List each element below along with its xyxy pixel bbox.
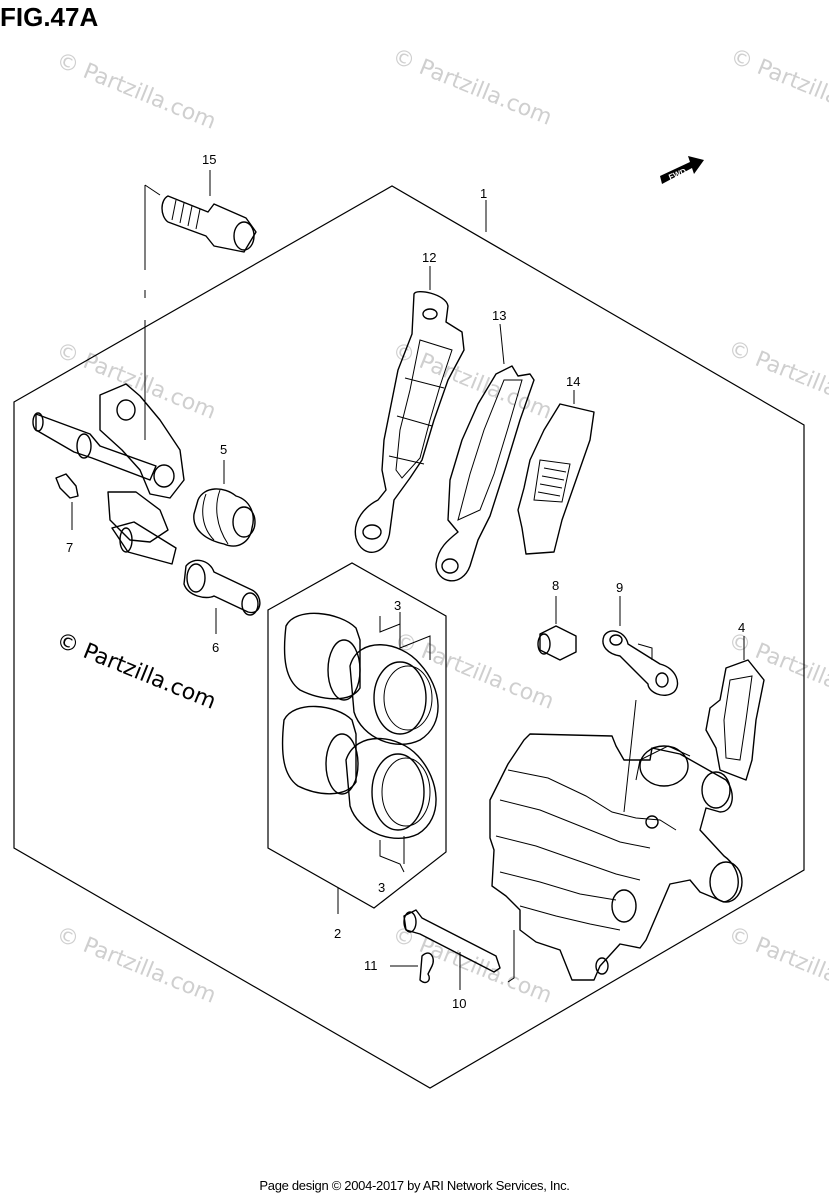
callout-11: 11 bbox=[364, 958, 378, 973]
pin-6 bbox=[183, 559, 261, 634]
shim-13 bbox=[435, 323, 535, 582]
figure-title: FIG.47A bbox=[0, 2, 99, 32]
brake-pad-12 bbox=[354, 266, 465, 553]
pad-spring-4 bbox=[705, 636, 765, 781]
pad-pin-10 bbox=[403, 909, 501, 990]
boot-5 bbox=[193, 460, 256, 547]
callout-15: 15 bbox=[202, 152, 216, 167]
caliper-body bbox=[489, 733, 743, 981]
callout-13: 13 bbox=[492, 308, 506, 323]
spring-plate-14 bbox=[517, 390, 595, 555]
callout-8: 8 bbox=[552, 578, 559, 593]
caliper-bracket bbox=[32, 383, 185, 565]
callout-3-lower: 3 bbox=[378, 880, 385, 895]
bolt-15 bbox=[161, 195, 257, 253]
callout-10: 10 bbox=[452, 996, 466, 1011]
callout-14: 14 bbox=[566, 374, 580, 389]
callout-5: 5 bbox=[220, 442, 227, 457]
callout-9: 9 bbox=[616, 580, 623, 595]
callout-12: 12 bbox=[422, 250, 436, 265]
clip-7 bbox=[55, 473, 79, 530]
bleeder-8 bbox=[537, 596, 577, 661]
link-9 bbox=[602, 596, 679, 696]
callout-7: 7 bbox=[66, 540, 73, 555]
fwd-arrow-icon: FWD bbox=[660, 156, 704, 184]
piston-lower bbox=[281, 705, 437, 839]
clip-11 bbox=[390, 952, 434, 984]
callout-4: 4 bbox=[738, 620, 745, 635]
piston-subframe bbox=[267, 562, 447, 909]
callout-2: 2 bbox=[334, 926, 341, 941]
fwd-label: FWD bbox=[667, 167, 687, 182]
parts-diagram: FWD bbox=[13, 152, 805, 1089]
assembly-frame bbox=[13, 185, 805, 1089]
callout-3-upper: 3 bbox=[394, 598, 401, 613]
callout-6: 6 bbox=[212, 640, 219, 655]
page-footer: Page design © 2004-2017 by ARI Network S… bbox=[259, 1178, 570, 1193]
piston-upper bbox=[283, 612, 439, 745]
callout-1: 1 bbox=[480, 186, 487, 201]
